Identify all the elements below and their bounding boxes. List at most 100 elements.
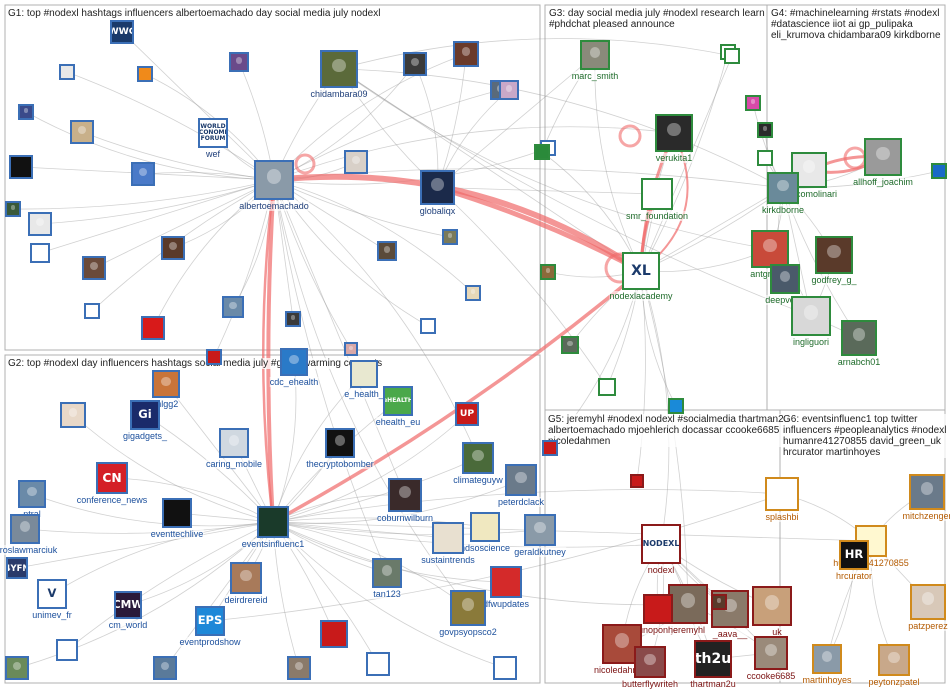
node-n34[interactable] <box>60 402 86 428</box>
node-thecryptobomber[interactable]: thecryptobomber <box>306 428 374 469</box>
node-n50[interactable] <box>757 150 773 166</box>
node-n30[interactable] <box>320 620 348 648</box>
node-marc_smith[interactable]: marc_smith <box>571 40 619 81</box>
node-ntral[interactable]: ntral <box>18 480 46 519</box>
node-ccooke6685[interactable]: ccooke6685 <box>746 636 796 681</box>
node-n10[interactable] <box>70 120 94 144</box>
node-jaroslawmarciuk[interactable]: jaroslawmarciuk <box>0 514 58 555</box>
node-n12[interactable] <box>131 162 155 186</box>
node-n19[interactable] <box>141 316 165 340</box>
node-enncomolinari[interactable]: enncomolinari <box>780 152 838 199</box>
node-e_health_[interactable]: e_health_ <box>344 360 384 399</box>
node-n49[interactable] <box>745 95 761 111</box>
node-jeremyhl[interactable]: jeremyhl <box>668 584 708 635</box>
node-n5[interactable] <box>403 52 427 76</box>
node-cdc_ehealth[interactable]: cdc_ehealth <box>269 348 319 387</box>
node-n31[interactable]: 4YFN <box>6 557 28 579</box>
node-n15[interactable] <box>161 236 185 260</box>
node-n32[interactable] <box>56 639 78 661</box>
node-dfwupdates[interactable]: dfwupdates <box>482 566 530 609</box>
node-n16[interactable] <box>28 212 52 236</box>
node-n8[interactable] <box>499 80 519 100</box>
node-n46[interactable] <box>724 48 740 64</box>
node-upsomething[interactable]: unoponhe <box>637 594 679 635</box>
node-n9[interactable] <box>18 104 34 120</box>
node-butterflywriteh[interactable]: butterflywriteh <box>621 646 679 689</box>
node-n29[interactable] <box>30 243 50 263</box>
node-n22[interactable] <box>285 311 301 327</box>
node-n13[interactable] <box>344 150 368 174</box>
node-smr_foundation[interactable]: smr_foundation <box>625 178 689 221</box>
node-n26[interactable] <box>344 342 358 356</box>
node-n2[interactable] <box>59 64 75 80</box>
node-n18[interactable] <box>84 303 100 319</box>
node-martinhoyes[interactable]: martinhoyes <box>802 644 852 685</box>
node-albertoemachado[interactable]: albertoemachado <box>239 160 309 211</box>
node-coburnwilburn[interactable]: coburnwilburn <box>376 478 434 523</box>
node-n27[interactable] <box>420 318 436 334</box>
node-n42[interactable] <box>534 144 550 160</box>
node-n28[interactable] <box>5 201 21 217</box>
node-caring_mobile[interactable]: caring_mobile <box>205 428 263 469</box>
node-n20[interactable] <box>206 349 222 365</box>
node-n1[interactable]: WWC <box>110 20 134 44</box>
node-antgrasso[interactable]: antgrasso <box>750 230 790 279</box>
node-peytonzpatel[interactable]: peytonzpatel <box>868 644 920 687</box>
node-n25[interactable] <box>442 229 458 245</box>
node-ndsoscience[interactable]: ndsoscience <box>459 512 511 553</box>
node-n4[interactable] <box>229 52 249 72</box>
node-deirdrereid[interactable]: deirdrereid <box>224 562 268 605</box>
node-n23[interactable] <box>465 285 481 301</box>
node-mlgg2[interactable]: mlgg2 <box>152 370 180 409</box>
node-n3[interactable] <box>137 66 153 82</box>
node-patzperez[interactable]: patzperez <box>908 584 948 631</box>
node-n38[interactable] <box>287 656 311 680</box>
node-n21[interactable] <box>222 296 244 318</box>
node-splashbi[interactable]: splashbi <box>765 477 799 522</box>
node-ingliguori[interactable]: ingliguori <box>791 296 831 347</box>
node-n43[interactable] <box>540 264 556 280</box>
node-n36[interactable] <box>542 440 558 456</box>
node-n37[interactable] <box>153 656 177 680</box>
node-tan123[interactable]: tan123 <box>372 558 402 599</box>
node-govpsyopsco2[interactable]: govpsyopsco2 <box>439 590 497 637</box>
node-n24[interactable] <box>377 241 397 261</box>
node-n6[interactable] <box>453 41 479 67</box>
node-mitchzenger[interactable]: mitchzenger <box>902 474 950 521</box>
node-kirkdborne[interactable]: kirkdborne <box>761 172 805 215</box>
node-godfrey_g_[interactable]: godfrey_g_ <box>811 236 857 285</box>
node-eventtechlive[interactable]: eventtechlive <box>150 498 204 539</box>
node-allhoff_joachim[interactable]: allhoff_joachim <box>853 138 913 187</box>
node-n48[interactable] <box>668 398 684 414</box>
node-n52[interactable] <box>630 474 644 488</box>
node-n47[interactable] <box>561 336 579 354</box>
node-globaliqx[interactable]: globaliqx <box>419 170 456 216</box>
node-peterdclack[interactable]: peterdclack <box>497 464 545 507</box>
node-verukita1[interactable]: verukita1 <box>655 114 693 163</box>
node-n53[interactable] <box>711 594 727 610</box>
node-sustaintrends[interactable]: sustaintrends <box>421 522 475 565</box>
node-n40[interactable] <box>5 656 29 680</box>
node-n39[interactable] <box>493 656 517 680</box>
node-arnabch01[interactable]: arnabch01 <box>837 320 881 367</box>
node-n11[interactable] <box>9 155 33 179</box>
node-chidambara09[interactable]: chidambara09 <box>310 50 368 99</box>
node-n45[interactable] <box>757 122 773 138</box>
node-n44[interactable] <box>598 378 616 396</box>
node-deepv[interactable]: deepvenu <box>765 264 805 305</box>
node-n35[interactable] <box>366 652 390 676</box>
node-n17[interactable] <box>82 256 106 280</box>
node-n51[interactable] <box>931 163 947 179</box>
node-climateguyw[interactable]: climateguyw <box>453 442 503 485</box>
